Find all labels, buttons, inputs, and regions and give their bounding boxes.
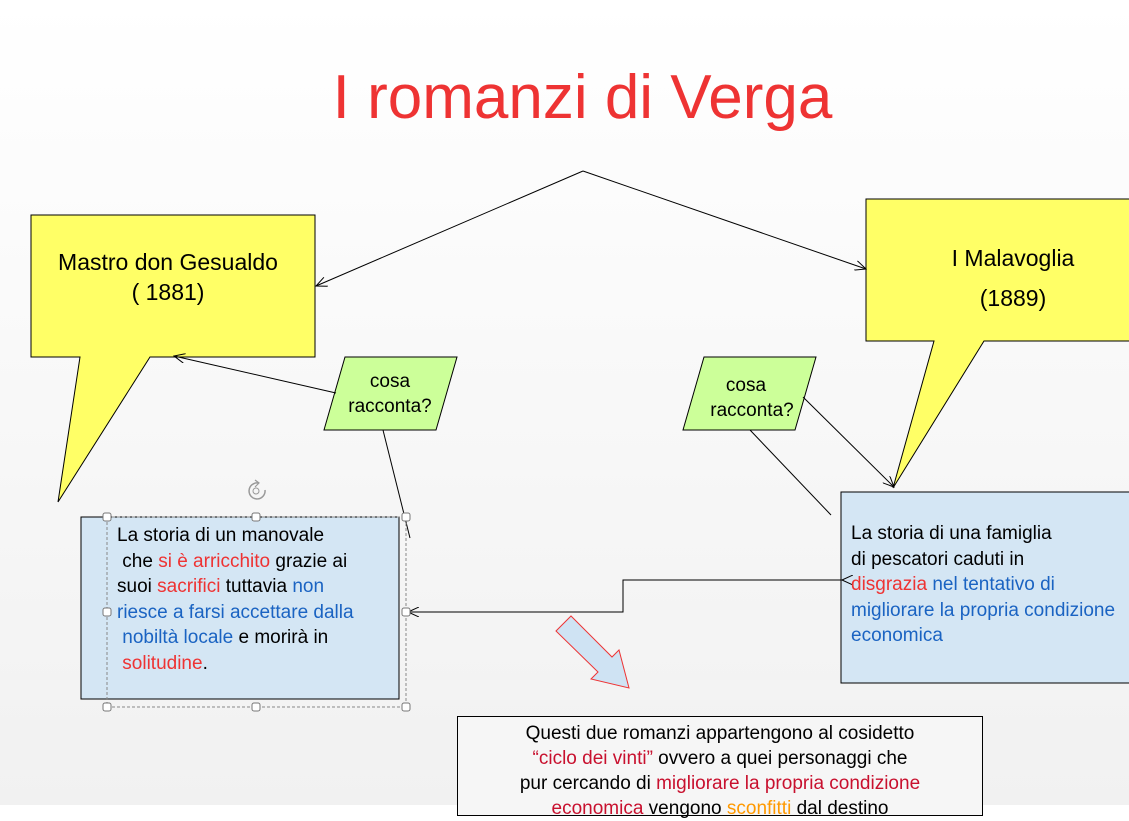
callout-left-shape[interactable] [30,214,316,503]
right-novel-year: (1889) [979,285,1047,311]
left-novel-label: Mastro don Gesualdo ( 1881) [40,247,296,307]
right-plot-clip: La storia di una famiglia di pescatori c… [842,493,1129,682]
right-novel-label: I Malavoglia (1889) [938,238,1088,318]
summary-text: Questi due romanzi appartengono al cosid… [519,723,921,819]
resize-handle[interactable] [102,702,112,712]
right-plot-box[interactable] [840,491,1129,684]
down-right-arrow-shape [555,615,630,689]
resize-handle[interactable] [102,512,112,522]
question-left-label: cosa racconta? [348,371,432,417]
right-novel-name: I Malavoglia [951,245,1075,271]
question-left-shape[interactable] [323,356,458,431]
connector-question-right-to-callout [802,396,894,487]
resize-handle[interactable] [401,607,411,617]
left-plot-box[interactable] [80,516,400,700]
connector-between-plots [408,580,842,612]
connector-title-to-left [316,170,584,286]
selection-frame[interactable] [102,479,411,712]
connector-question-right-to-plot [749,429,832,516]
resize-handle[interactable] [102,607,112,617]
resize-handle[interactable] [401,512,411,522]
callout-right-shape[interactable] [865,198,1129,489]
connector-title-to-right [582,170,866,269]
resize-handle[interactable] [251,702,261,712]
left-plot-text: La storia di un manovale che si è arricc… [117,525,354,674]
rotate-handle-icon[interactable] [248,479,266,500]
question-right-label: cosa racconta? [710,375,794,421]
left-novel-year: ( 1881) [131,279,205,305]
right-plot-text: La storia di una famiglia di pescatori c… [851,523,1116,646]
left-novel-name: Mastro don Gesualdo [58,249,278,275]
resize-handle[interactable] [251,512,261,522]
resize-handle[interactable] [401,702,411,712]
connector-question-left-to-callout [174,356,337,394]
page-title: I romanzi di Verga [332,63,833,132]
question-right-shape[interactable] [682,356,817,431]
summary-box[interactable]: Questi due romanzi appartengono al cosid… [457,716,983,819]
